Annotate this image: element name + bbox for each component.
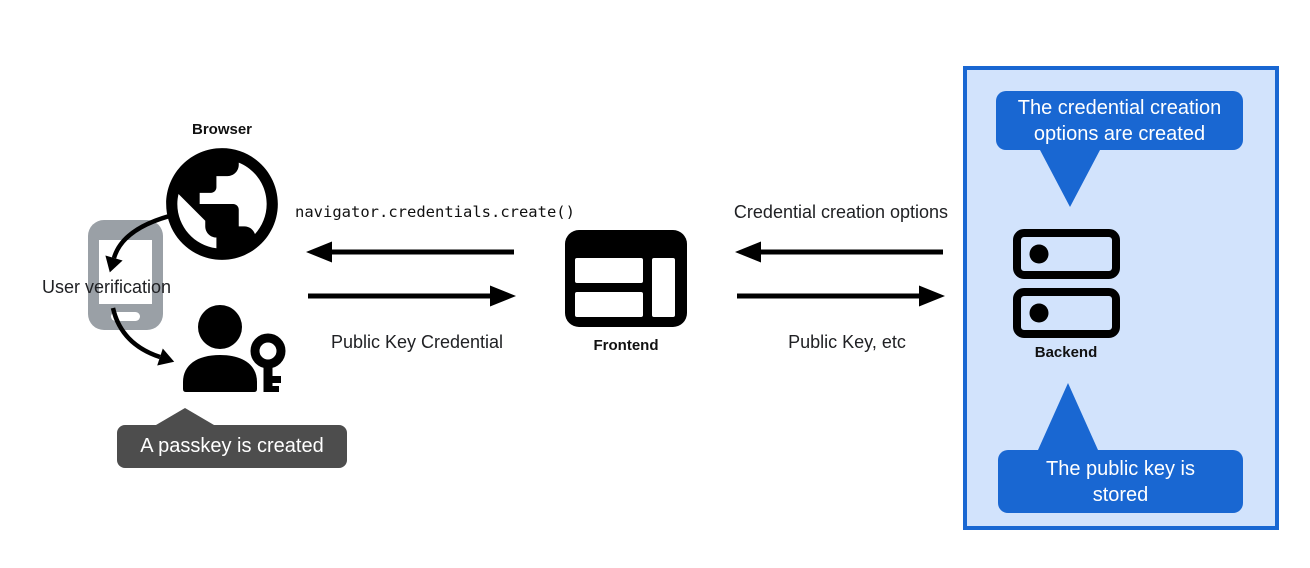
backend-label: Backend — [1034, 344, 1098, 361]
arrow-frontend-to-browser — [306, 239, 516, 265]
user-verification-label: User verification — [42, 277, 172, 297]
public-key-etc-label: Public Key, etc — [788, 332, 906, 352]
frontend-label: Frontend — [593, 337, 659, 354]
arrow-backend-to-frontend — [735, 239, 945, 265]
browser-window-icon — [565, 230, 687, 327]
navigator-credentials-create-label: navigator.credentials.create() — [295, 203, 575, 221]
person-with-key-icon — [180, 302, 290, 394]
globe-icon — [155, 137, 289, 271]
public-key-credential-label: Public Key Credential — [330, 332, 504, 352]
passkey-tooltip: A passkey is created — [117, 425, 347, 468]
backend-tooltip-top-pointer — [1040, 150, 1100, 207]
passkey-tooltip-pointer — [156, 408, 214, 425]
server-stack-icon — [1013, 229, 1120, 338]
backend-tooltip-bottom: The public key is stored — [998, 450, 1243, 513]
smartphone-icon — [88, 220, 163, 330]
backend-tooltip-top: The credential creation options are crea… — [996, 91, 1243, 150]
curved-arrow-browser-to-authenticator — [98, 192, 198, 280]
backend-tooltip-bottom-pointer — [1038, 383, 1098, 450]
credential-creation-options-label: Credential creation options — [733, 202, 949, 222]
arrow-browser-to-frontend — [306, 283, 516, 309]
curved-arrow-authenticator-to-user — [105, 300, 195, 370]
arrow-frontend-to-backend — [735, 283, 945, 309]
browser-label: Browser — [191, 121, 253, 138]
